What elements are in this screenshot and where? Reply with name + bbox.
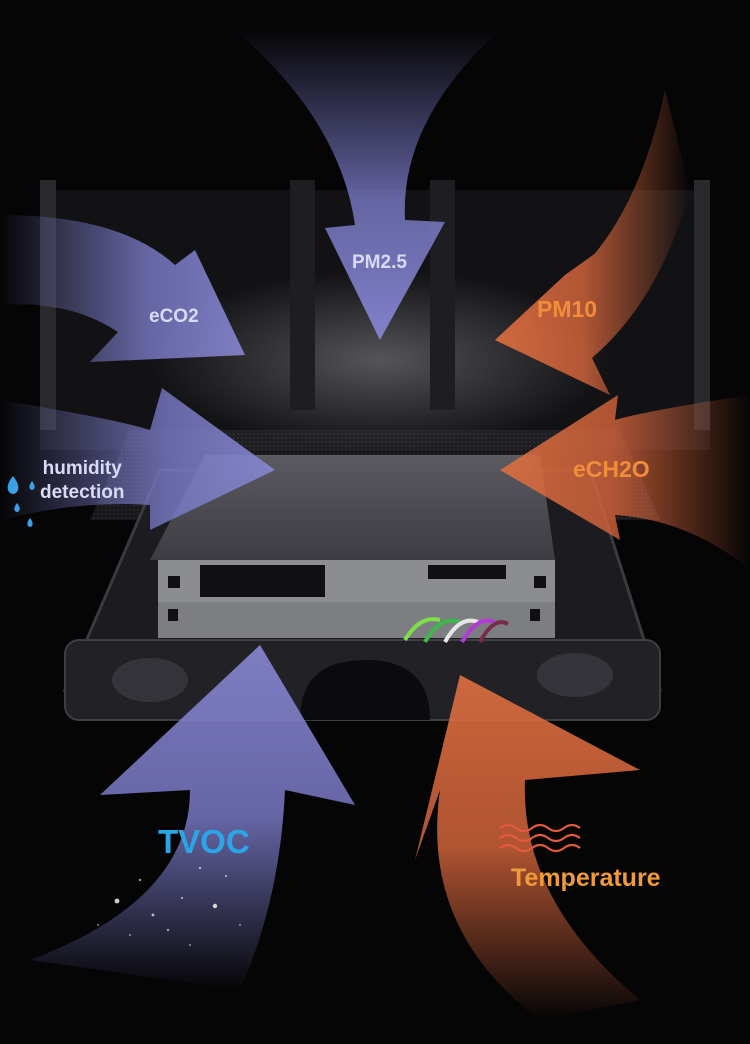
arrow-temperature (415, 675, 640, 1020)
arrow-eco2 (0, 215, 245, 362)
heat-wave-icon (499, 823, 581, 853)
label-pm25: PM2.5 (352, 252, 407, 273)
water-drop-icon (7, 476, 35, 527)
arrow-tvoc (30, 645, 355, 990)
arrow-pm25 (235, 30, 500, 340)
label-tvoc: TVOC (158, 823, 250, 860)
arrow-humidity (0, 388, 275, 530)
arrow-ech2o (500, 395, 750, 570)
label-eco2: eCO2 (149, 306, 199, 327)
particle-sparkles (97, 866, 241, 946)
label-humidity: humidity (42, 458, 122, 479)
label-temperature: Temperature (511, 864, 661, 892)
arrow-pm10 (495, 90, 690, 395)
label-ech2o: eCH2O (573, 456, 650, 482)
label-humidity-detection: humidity detection (40, 457, 124, 505)
label-detection: detection (40, 482, 125, 503)
label-pm10: PM10 (537, 296, 598, 322)
connector-wires (403, 617, 509, 644)
